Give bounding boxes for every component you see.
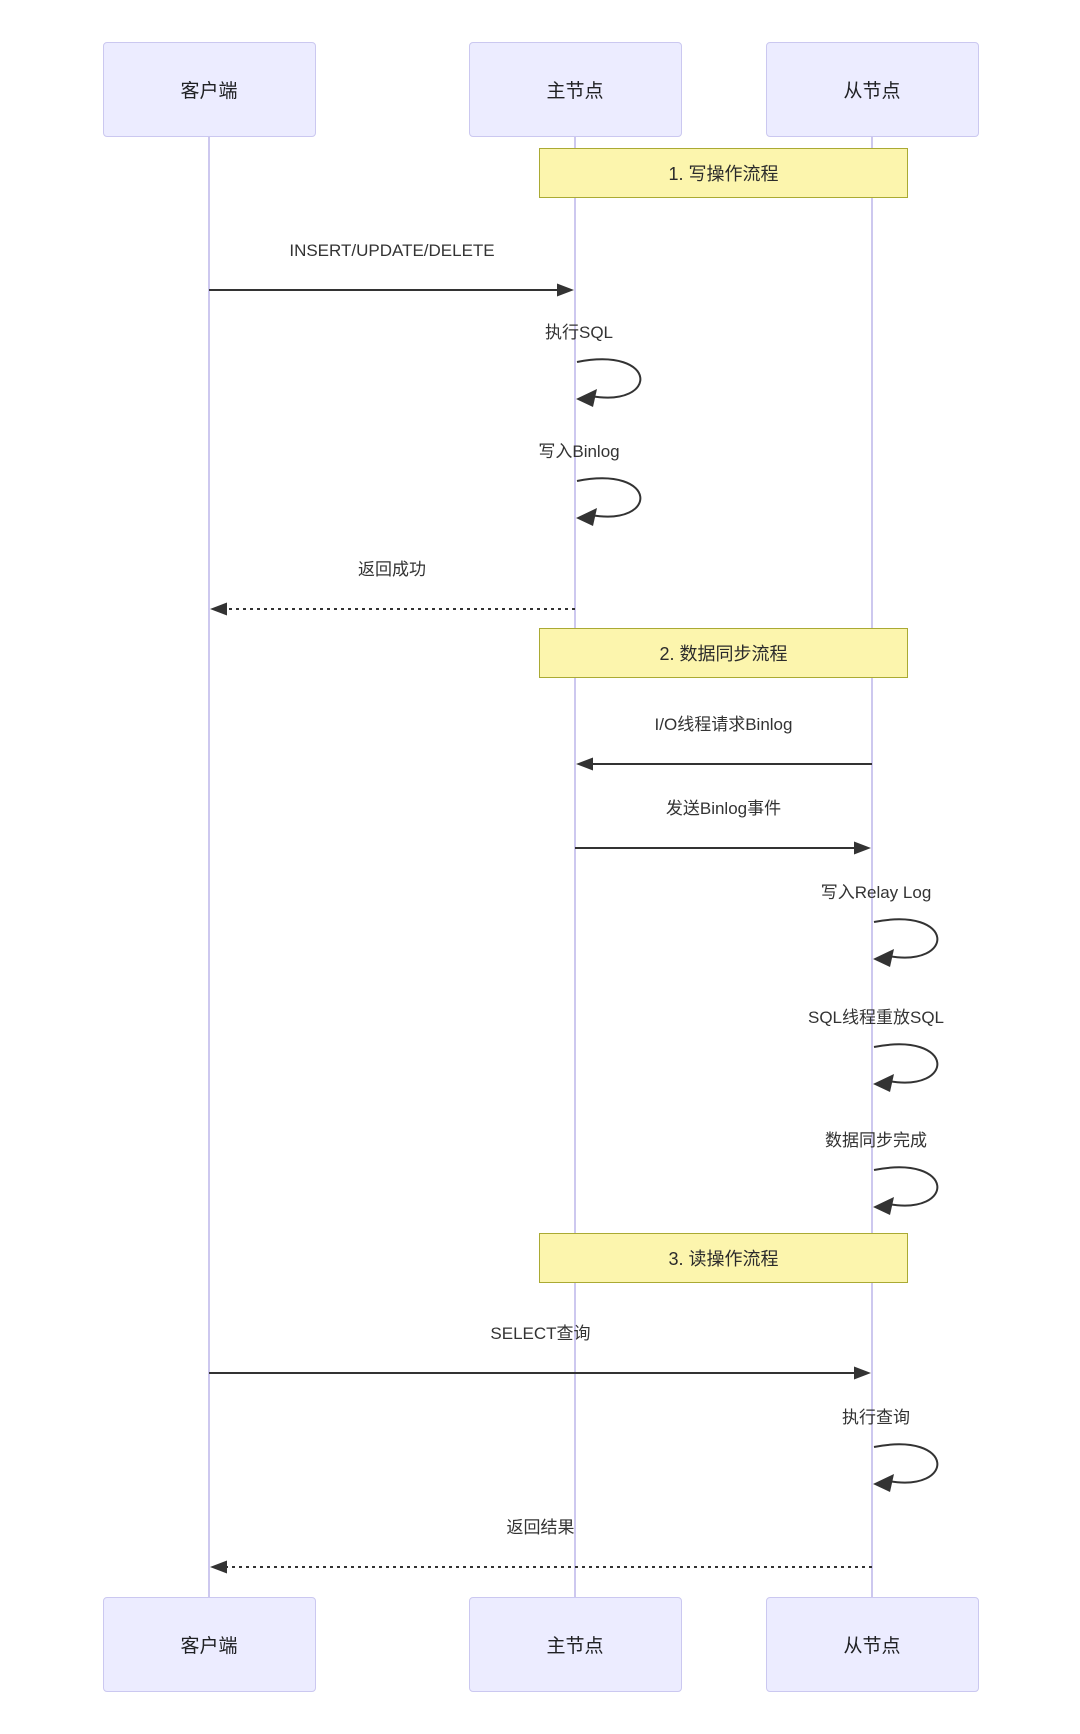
arrowhead-icon xyxy=(854,1366,871,1380)
arrowhead-icon xyxy=(854,841,871,855)
arrowhead-icon xyxy=(576,508,597,526)
arrowhead-icon xyxy=(873,1074,894,1092)
self-message-arc xyxy=(576,477,642,518)
message-label: 执行查询 xyxy=(842,1408,910,1427)
participant-master-top: 主节点 xyxy=(468,42,682,137)
message-label: 返回结果 xyxy=(506,1518,575,1537)
message-label: 执行SQL xyxy=(544,323,614,342)
participant-slave-bottom: 从节点 xyxy=(765,1597,979,1692)
arrowhead-icon xyxy=(557,283,574,297)
self-message-arc xyxy=(873,1166,939,1207)
note-write-flow: 1. 写操作流程 xyxy=(539,148,908,198)
message-label: 返回成功 xyxy=(358,560,426,579)
message-label: SQL线程重放SQL xyxy=(807,1008,945,1027)
message-label: 数据同步完成 xyxy=(825,1131,927,1150)
arrowhead-icon xyxy=(576,757,593,771)
participant-master-bottom: 主节点 xyxy=(468,1597,682,1692)
message-label: I/O线程请求Binlog xyxy=(654,715,793,734)
participant-client-top: 客户端 xyxy=(102,42,316,137)
self-message-arc xyxy=(576,358,642,399)
arrowhead-icon xyxy=(576,389,597,407)
note-read-flow: 3. 读操作流程 xyxy=(539,1233,908,1283)
participant-slave-top: 从节点 xyxy=(765,42,979,137)
arrowhead-icon xyxy=(873,1197,894,1215)
message-label: 写入Relay Log xyxy=(820,883,932,902)
self-message-arc xyxy=(873,918,939,959)
arrowhead-icon xyxy=(210,602,227,616)
self-message-arc xyxy=(873,1043,939,1084)
self-message-arc xyxy=(873,1443,939,1484)
message-label: 发送Binlog事件 xyxy=(665,799,782,818)
participant-client-bottom: 客户端 xyxy=(102,1597,316,1692)
message-label: SELECT查询 xyxy=(490,1324,591,1343)
arrowhead-icon xyxy=(873,949,894,967)
note-sync-flow: 2. 数据同步流程 xyxy=(539,628,908,678)
arrowhead-icon xyxy=(210,1560,227,1574)
message-label: INSERT/UPDATE/DELETE xyxy=(289,241,495,260)
arrowhead-icon xyxy=(873,1474,894,1492)
message-label: 写入Binlog xyxy=(538,442,620,461)
